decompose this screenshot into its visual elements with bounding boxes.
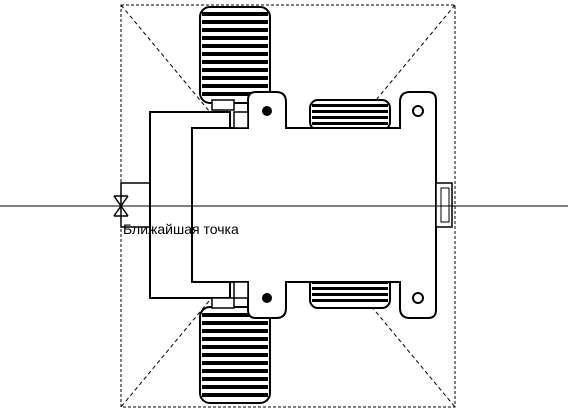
gear-top[interactable] bbox=[199, 6, 271, 104]
gear-bottom[interactable] bbox=[199, 306, 271, 404]
mounting-holes bbox=[262, 105, 424, 304]
nearest-point-marker bbox=[113, 195, 129, 217]
snap-tooltip-label: Ближайшая точка bbox=[123, 221, 239, 237]
housing[interactable] bbox=[191, 91, 437, 319]
shaft-left[interactable] bbox=[120, 182, 152, 228]
shaft-right[interactable] bbox=[435, 182, 453, 228]
gear-small-top[interactable] bbox=[309, 99, 391, 131]
